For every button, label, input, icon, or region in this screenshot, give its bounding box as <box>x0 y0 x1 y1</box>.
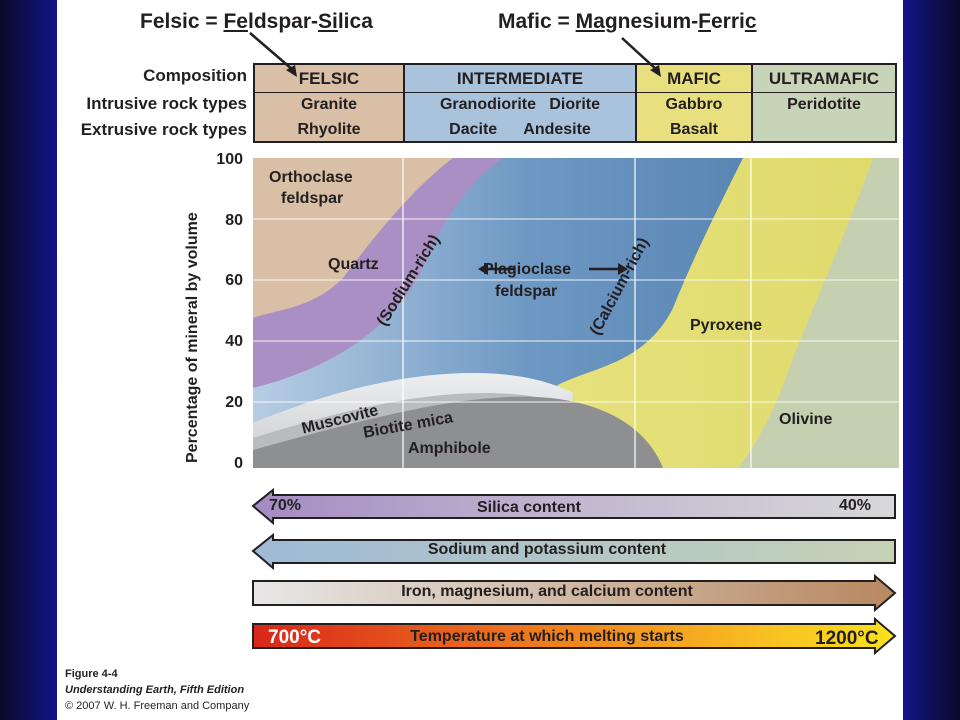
figure-number: Figure 4-4 <box>65 668 118 680</box>
orthoclase-label-2: feldspar <box>281 190 344 207</box>
column-name: ULTRAMAFIC <box>768 69 880 88</box>
y-tick-20: 20 <box>225 394 243 411</box>
mineral-diagram <box>253 158 899 468</box>
silica-arrow <box>251 487 896 526</box>
column-ultramafic: ULTRAMAFIC Peridotite <box>751 63 897 143</box>
column-name: INTERMEDIATE <box>456 69 584 88</box>
pyroxene-label: Pyroxene <box>690 317 763 334</box>
trend-arrows <box>251 487 897 656</box>
silica-left-value: 70% <box>269 497 302 514</box>
orthoclase-label-1: Orthoclase <box>269 169 353 186</box>
plagioclase-label-1: Plagioclase <box>483 261 572 278</box>
iron-magnesium-calcium-label: Iron, magnesium, and calcium content <box>401 583 693 600</box>
column-name: MAFIC <box>667 69 721 88</box>
amphibole-label: Amphibole <box>408 440 491 457</box>
quartz-label: Quartz <box>328 256 379 273</box>
row-label-intrusive: Intrusive rock types <box>86 94 247 113</box>
book-title: Understanding Earth, Fifth Edition <box>65 684 245 696</box>
intrusive-rock: Granodiorite Diorite <box>439 96 600 113</box>
column-mafic: MAFIC Gabbro Basalt <box>635 63 753 143</box>
sodium-potassium-label: Sodium and potassium content <box>427 541 667 558</box>
column-felsic: FELSIC Granite Rhyolite <box>253 63 405 143</box>
felsic-definition: Felsic = Feldspar-Silica <box>140 10 373 33</box>
plagioclase-label-2: feldspar <box>495 283 558 300</box>
sodium-potassium-arrow <box>251 532 896 571</box>
y-tick-0: 0 <box>234 455 243 472</box>
silica-label: Silica content <box>476 499 582 516</box>
row-label-extrusive: Extrusive rock types <box>80 120 247 139</box>
y-tick-80: 80 <box>225 212 243 229</box>
mafic-definition: Mafic = Magnesium-Ferric <box>498 10 757 33</box>
temperature-right-value: 1200°C <box>815 628 879 649</box>
iron-arrow <box>252 573 897 613</box>
temperature-left-value: 700°C <box>268 627 322 648</box>
extrusive-rock: Dacite Andesite <box>449 121 591 138</box>
pointer-lines <box>249 32 661 77</box>
amphibole-region <box>253 396 663 468</box>
intrusive-rock: Gabbro <box>665 96 723 113</box>
temperature-arrow <box>252 616 897 656</box>
column-intermediate: INTERMEDIATE Granodiorite Diorite Dacite… <box>403 63 637 143</box>
y-tick-60: 60 <box>225 272 243 289</box>
extrusive-rock: Rhyolite <box>297 121 361 138</box>
intrusive-rock: Peridotite <box>787 96 861 113</box>
y-axis-label: Percentage of mineral by volume <box>184 212 201 463</box>
row-label-composition: Composition <box>143 66 247 85</box>
y-tick-40: 40 <box>225 333 243 350</box>
silica-right-value: 40% <box>839 497 872 514</box>
olivine-label: Olivine <box>779 411 833 428</box>
column-name: FELSIC <box>298 69 360 88</box>
slide: Felsic = Feldspar-Silica Mafic = Magnesi… <box>57 0 903 720</box>
copyright: © 2007 W. H. Freeman and Company <box>65 700 250 712</box>
temperature-label: Temperature at which melting starts <box>410 628 684 645</box>
y-tick-100: 100 <box>216 151 243 168</box>
extrusive-rock: Basalt <box>669 121 719 138</box>
intrusive-rock: Granite <box>300 96 357 113</box>
